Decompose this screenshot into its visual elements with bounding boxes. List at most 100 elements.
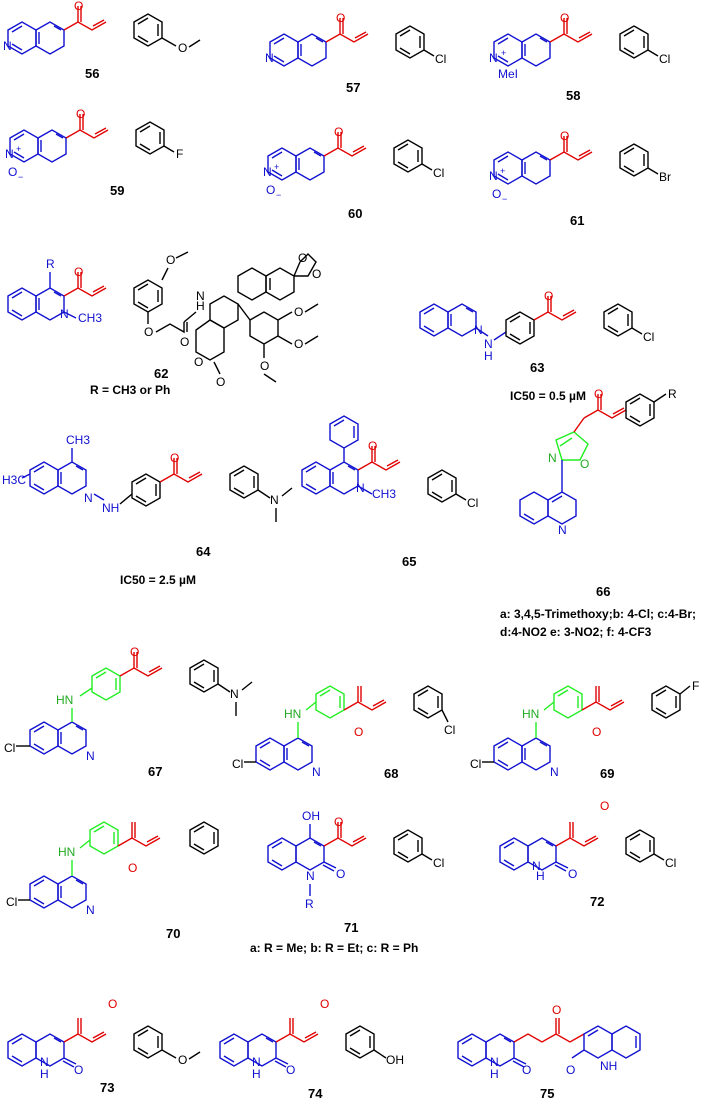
group-oh: OH: [302, 809, 320, 823]
atom-n: N: [270, 493, 279, 507]
atom-n: N: [5, 147, 14, 161]
group-ch3: CH3: [372, 487, 396, 501]
compound-75: N H O O O NH 75: [457, 1003, 641, 1101]
atom-o: O: [166, 253, 175, 267]
atom-o: O: [180, 335, 189, 349]
compound-label-65: 65: [402, 554, 416, 569]
atom-o: O: [74, 0, 83, 13]
atom-h: H: [40, 1067, 49, 1081]
atom-o: O: [178, 1053, 187, 1067]
atom-h: H: [252, 1067, 261, 1081]
atom-o: O: [266, 183, 275, 197]
atom-r: R: [668, 387, 677, 401]
atom-n: N: [3, 39, 12, 53]
compound-label-68: 68: [384, 766, 398, 781]
atom-f: F: [176, 147, 183, 161]
charge-plus: +: [501, 48, 506, 58]
atom-o: O: [144, 325, 153, 339]
charge-minus: −: [18, 172, 23, 182]
atom-n: N: [86, 749, 95, 763]
atom-o: O: [492, 187, 501, 201]
caption-66-line2: d:4-NO2 e: 3-NO2; f: 4-CF3: [500, 625, 652, 639]
atom-n: N: [263, 165, 272, 179]
compound-57: N O Cl 57: [265, 11, 446, 95]
atom-o: O: [216, 375, 225, 389]
atom-o: O: [178, 41, 187, 55]
atom-cl: Cl: [467, 496, 478, 510]
atom-o: O: [298, 251, 307, 265]
atom-o: O: [294, 305, 303, 319]
atom-o: O: [522, 1063, 531, 1077]
compound-label-62: 62: [154, 366, 168, 381]
compound-label-60: 60: [348, 206, 362, 221]
compound-label-72: 72: [590, 894, 604, 909]
group-nh: H: [196, 299, 205, 313]
atom-o: O: [108, 997, 117, 1011]
atom-n: N: [252, 1055, 261, 1069]
atom-o: O: [600, 799, 609, 813]
compound-73: N H O O O 73: [7, 997, 201, 1095]
compound-72: H N O O Cl 72: [499, 799, 676, 909]
atom-cl: Cl: [433, 856, 444, 870]
atom-o: O: [580, 457, 589, 471]
atom-cl: Cl: [6, 895, 17, 909]
charge-minus: −: [502, 194, 507, 204]
atom-cl: Cl: [444, 723, 455, 737]
compound-59: N + O − O F 59: [5, 107, 183, 198]
atom-o: O: [544, 289, 553, 303]
atom-n: N: [86, 903, 95, 917]
atom-cl: Cl: [435, 52, 446, 66]
atom-o: O: [312, 267, 321, 281]
atom-n: N: [230, 687, 239, 701]
group-hn: HN: [522, 707, 539, 721]
atom-n: N: [548, 451, 557, 465]
compound-label-56: 56: [85, 66, 99, 81]
compound-label-71: 71: [344, 920, 358, 935]
atom-o: O: [130, 645, 139, 659]
atom-cl: Cl: [665, 856, 676, 870]
compound-62: N R CH3 O O O O H N O O O O O O: [7, 251, 321, 397]
compound-69: Cl N HN O F 69: [470, 679, 699, 781]
atom-cl: Cl: [643, 330, 654, 344]
atom-n: N: [196, 289, 205, 303]
atom-n: N: [558, 523, 567, 537]
group-ch3: CH3: [66, 433, 90, 447]
caption-63: IC50 = 0.5 µM: [510, 389, 586, 403]
compound-label-74: 74: [308, 1086, 323, 1101]
atom-o: O: [286, 1063, 295, 1077]
atom-o: O: [334, 815, 343, 829]
atom-n: N: [312, 765, 321, 779]
compound-65: N CH3 O Cl 65: [301, 415, 478, 569]
atom-cl: Cl: [433, 166, 444, 180]
caption-71: a: R = Me; b: R = Et; c: R = Ph: [250, 941, 418, 955]
atom-cl: Cl: [470, 757, 481, 771]
caption-64: IC50 = 2.5 µM: [120, 573, 196, 587]
compound-63: N N H O Cl 63 IC50 = 0.5 µM: [419, 289, 654, 403]
atom-o: O: [128, 861, 137, 875]
compound-label-75: 75: [540, 1086, 554, 1101]
atom-o: O: [76, 107, 85, 121]
atom-o: O: [294, 337, 303, 351]
caption-62: R = CH3 or Ph: [90, 383, 170, 397]
compound-label-73: 73: [100, 1080, 114, 1095]
compound-56: N O O 56: [3, 0, 201, 81]
compound-label-59: 59: [110, 183, 124, 198]
atom-r: R: [305, 897, 314, 911]
group-hn: HN: [56, 693, 73, 707]
compound-61: N + O − O Br 61: [489, 129, 671, 228]
compound-67: Cl N HN O N 67: [4, 645, 253, 779]
atom-n: N: [60, 307, 69, 321]
atom-cl: Cl: [659, 52, 670, 66]
atom-n: N: [84, 491, 93, 505]
compound-label-66: 66: [596, 584, 610, 599]
compound-label-64: 64: [196, 544, 211, 559]
compound-74: N H O O OH 74: [219, 997, 404, 1101]
compound-label-63: 63: [530, 360, 544, 375]
compound-68: Cl N HN O Cl 68: [232, 685, 455, 781]
charge-plus: +: [500, 166, 505, 176]
compound-label-58: 58: [566, 88, 580, 103]
compound-60: N + O − O Cl 60: [263, 125, 444, 221]
atom-h: H: [484, 349, 493, 363]
atom-o: O: [368, 439, 377, 453]
group-hn: HN: [58, 845, 75, 859]
